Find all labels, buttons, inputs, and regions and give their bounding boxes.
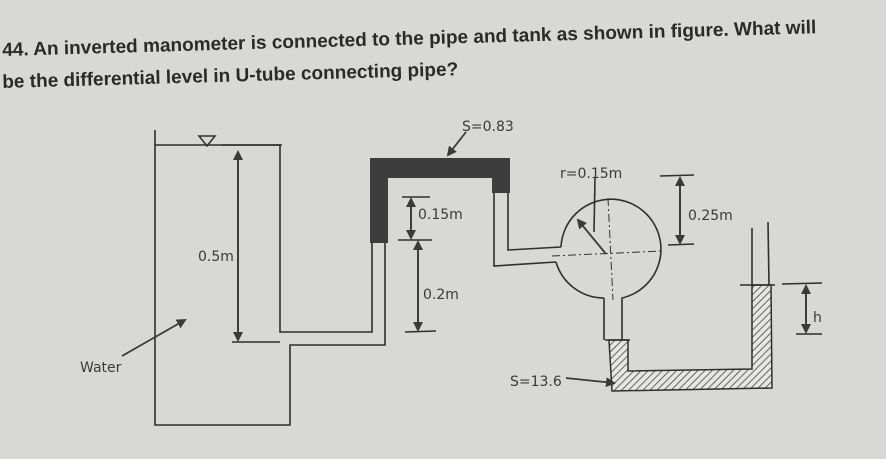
u-tube-mercury <box>605 221 775 392</box>
water-pointer-arrow <box>121 319 187 357</box>
mercury-pointer-arrow <box>565 377 616 388</box>
water-tank <box>154 130 386 426</box>
dimension-015m <box>398 196 432 241</box>
dimension-02m <box>404 240 437 333</box>
pipe-bulb <box>551 177 663 340</box>
dimension-h <box>781 282 823 335</box>
dim-05-label: 0.5m <box>198 249 234 265</box>
dimension-025m <box>659 174 695 246</box>
oil-pointer-arrow <box>446 131 467 157</box>
h-label: h <box>813 310 822 326</box>
oil-gravity-label: S=0.83 <box>462 119 514 135</box>
water-label: Water <box>80 360 122 376</box>
dimension-05m <box>222 144 280 343</box>
free-surface-triangle-icon <box>197 135 217 148</box>
radius-arrow <box>576 218 607 255</box>
dim-025-label: 0.25m <box>688 208 733 224</box>
dim-02-label: 0.2m <box>423 287 459 303</box>
radius-label: r=0.15m <box>560 166 622 182</box>
dim-015-label: 0.15m <box>418 207 463 223</box>
connecting-pipe <box>493 193 562 267</box>
mercury-gravity-label: S=13.6 <box>510 374 562 390</box>
inverted-manometer-oil <box>370 158 510 243</box>
